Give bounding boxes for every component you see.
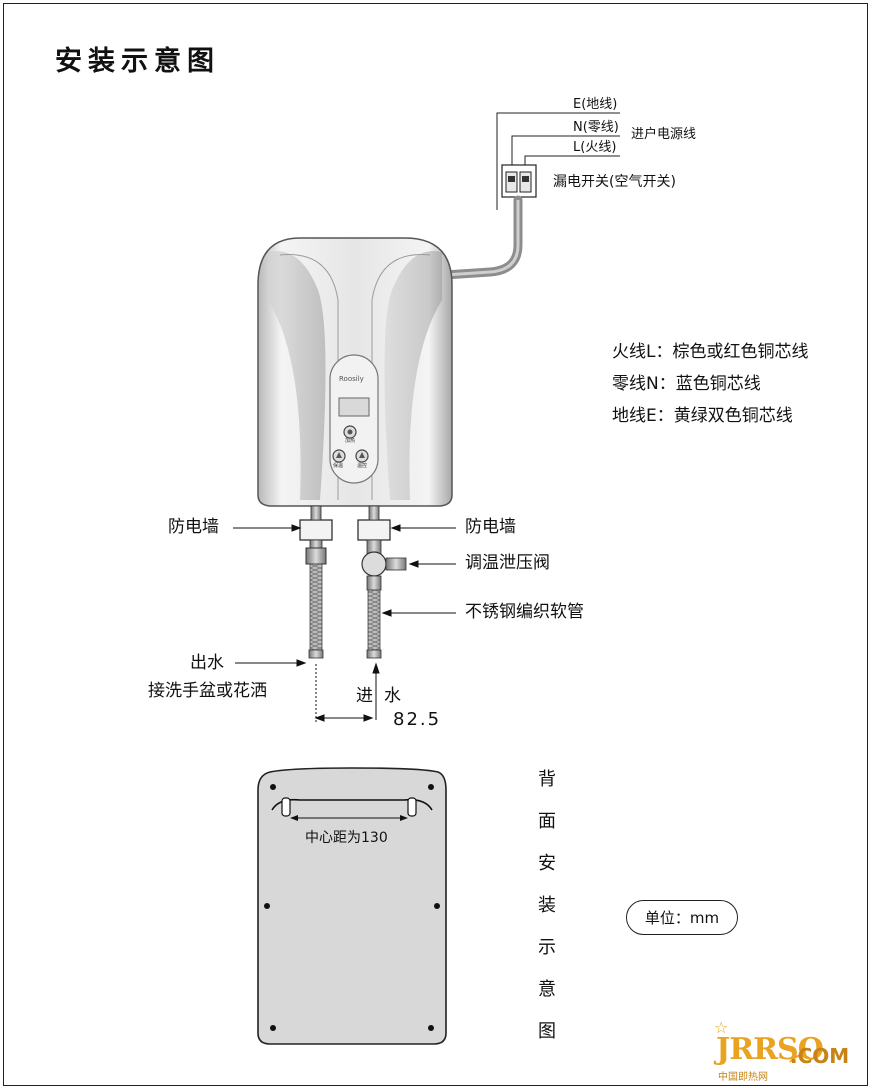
inlet-label-2: 水 bbox=[384, 686, 401, 706]
watermark-site: 中国即热网 bbox=[718, 1072, 768, 1083]
outlet-pipe bbox=[299, 505, 333, 659]
live-wire-legend: 火线L：棕色或红色铜芯线 bbox=[612, 342, 809, 362]
outer-frame bbox=[3, 3, 868, 1086]
breaker-box bbox=[501, 164, 537, 198]
spacing-value: 82.5 bbox=[393, 709, 442, 730]
star-icon: ☆ bbox=[714, 1018, 729, 1037]
unit-badge: 单位：mm bbox=[626, 900, 738, 935]
outlet-label: 出水 bbox=[190, 653, 224, 673]
display-screen bbox=[338, 397, 370, 417]
vertical-char: 示 bbox=[538, 937, 556, 958]
vertical-char: 背 bbox=[538, 769, 556, 790]
neutral-wire-legend: 零线N：蓝色铜芯线 bbox=[612, 374, 761, 394]
breaker-label: 漏电开关(空气开关) bbox=[553, 174, 676, 190]
earth-wire-legend: 地线E：黄绿双色铜芯线 bbox=[612, 406, 793, 426]
neutral-label: N(零线) bbox=[573, 120, 619, 135]
watermark-swirl bbox=[789, 1054, 813, 1063]
vertical-char: 图 bbox=[538, 1021, 556, 1042]
watermark-domain: .COM bbox=[790, 1044, 850, 1068]
page-title: 安装示意图 bbox=[55, 46, 220, 77]
temp-control-button-label: 温控 bbox=[357, 463, 368, 469]
watermark-brand: JRRSO bbox=[716, 1032, 824, 1067]
unit-label: 单位：mm bbox=[644, 909, 720, 927]
earth-label: E(地线) bbox=[573, 97, 618, 112]
mount-hook-right bbox=[407, 797, 417, 817]
vertical-char: 安 bbox=[538, 853, 556, 874]
heater-brand-logo: Roosily bbox=[339, 375, 364, 383]
watermark-logo: ☆ JRRSO .COM 中国即热网 bbox=[712, 1018, 852, 1084]
outlet-use-label: 接洗手盆或花洒 bbox=[148, 681, 267, 701]
heat-button-label: 加热 bbox=[345, 438, 356, 444]
keep-warm-button-label: 保温 bbox=[333, 463, 344, 469]
power-line-label: 进户电源线 bbox=[631, 127, 697, 142]
mount-hook-left bbox=[281, 797, 291, 817]
inlet-pipe bbox=[357, 505, 407, 659]
valve-label: 调温泄压阀 bbox=[465, 553, 550, 573]
spacing-dimension bbox=[314, 664, 374, 724]
relief-valve bbox=[361, 551, 387, 577]
heater-body bbox=[257, 237, 453, 507]
wall-left-label: 防电墙 bbox=[168, 517, 219, 537]
wall-right-label: 防电墙 bbox=[465, 517, 516, 537]
leader-lines bbox=[233, 524, 456, 720]
center-distance-label: 中心距为130 bbox=[305, 830, 388, 846]
inlet-label-1: 进 bbox=[356, 686, 373, 706]
back-install-vertical-title: 背 面 安 装 示 意 图 bbox=[535, 768, 559, 1062]
live-label: L(火线) bbox=[573, 140, 617, 155]
vertical-char: 面 bbox=[538, 811, 556, 832]
hose-label: 不锈钢编织软管 bbox=[465, 602, 584, 622]
back-view bbox=[257, 767, 447, 1045]
power-cable bbox=[440, 195, 523, 280]
vertical-char: 意 bbox=[538, 979, 556, 1000]
vertical-char: 装 bbox=[538, 895, 556, 916]
